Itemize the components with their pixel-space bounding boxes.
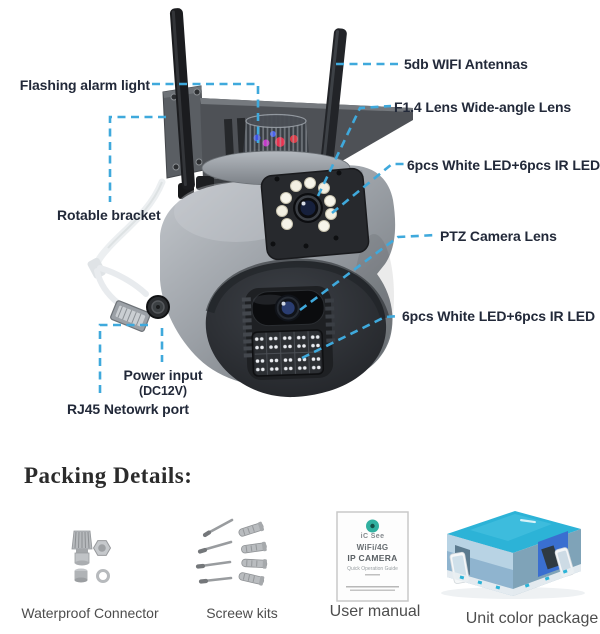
callout-wifi-antennas: 5db WIFI Antennas [404, 56, 528, 72]
callout-flashing-alarm-light: Flashing alarm light [19, 77, 150, 93]
callout-rj45-port: RJ45 Netowrk port [67, 401, 189, 417]
callout-ptz-lens: PTZ Camera Lens [440, 228, 557, 244]
wifi-antenna-left [169, 8, 195, 199]
power-input-label: Power input [123, 367, 203, 383]
callout-line-wide-angle-lens [316, 104, 392, 197]
power-input-voltage: (DC12V) [139, 384, 187, 398]
camera-illustration [87, 8, 413, 398]
wide-angle-camera [260, 167, 370, 261]
packing-item-label-user-manual: User manual [329, 603, 421, 620]
manual-subtitle-text: Quick Operation Guide [347, 566, 398, 572]
callout-line-ptz-lens [299, 233, 437, 312]
wide-angle-lens [293, 193, 323, 223]
wall-anchors [238, 521, 268, 586]
wide-angle-led-ring [276, 177, 337, 232]
ptz-led-array [254, 331, 322, 376]
callout-line-bottom-led [301, 314, 400, 360]
packing-item-label-unit-color-package: Unit color package [465, 610, 599, 627]
callout-lines [98, 62, 437, 394]
packing-graphics [71, 511, 585, 602]
user-manual-graphic [336, 511, 409, 602]
callout-power-input: Power input (DC12V) [103, 367, 223, 399]
package-box-graphic [441, 511, 585, 599]
manual-brand-text: iC See [360, 533, 385, 540]
callout-line-rotable-bracket [108, 115, 166, 202]
ptz-lens [274, 294, 302, 322]
callout-bottom-led: 6pcs White LED+6pcs IR LED [402, 308, 596, 324]
callout-wide-angle-lens: F1.4 Lens Wide-angle Lens [394, 99, 572, 115]
callout-top-led: 6pcs White LED+6pcs IR LED [407, 157, 600, 173]
packing-item-label-waterproof-connector: Waterproof Connector [21, 605, 159, 621]
callout-line-rj45 [98, 323, 148, 394]
packing-item-label-screw-kits: Screew kits [206, 605, 278, 621]
callout-line-top-led [331, 162, 405, 215]
power-connector [146, 295, 170, 319]
waterproof-connector-graphic [71, 530, 112, 583]
screw-kit-graphic [195, 518, 268, 586]
packing-details-heading: Packing Details: [24, 463, 193, 488]
ptz-camera-module [241, 285, 336, 380]
rj45-connector [110, 300, 151, 332]
manual-title-text: IP CAMERA [347, 553, 398, 563]
heatsink-fins [241, 297, 336, 358]
callout-rotable-bracket: Rotable bracket [57, 207, 161, 223]
pigtail-cable [87, 178, 170, 332]
manual-wifi-text: WiFi/4G [356, 543, 389, 552]
